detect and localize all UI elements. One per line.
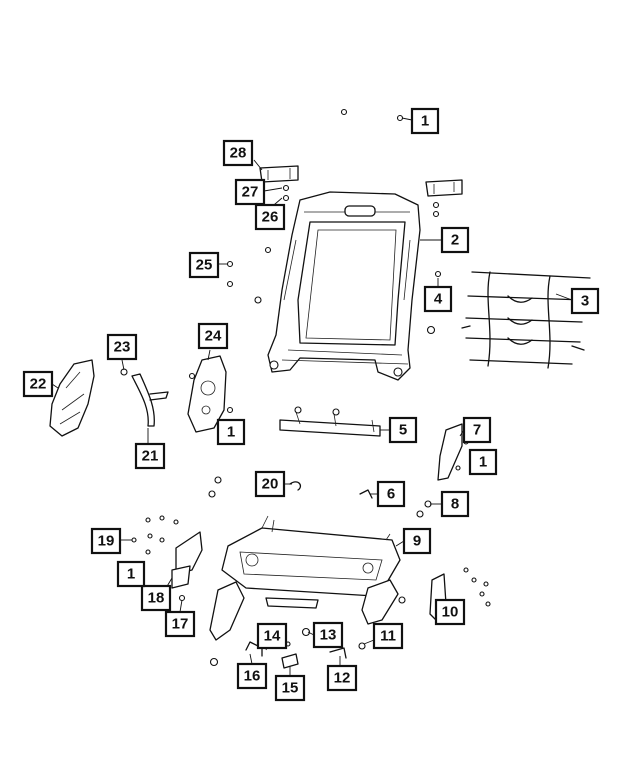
callout-label: 12 xyxy=(334,670,351,687)
callout-label: 21 xyxy=(142,448,159,465)
callout-label: 8 xyxy=(451,496,459,513)
callout-12: 12 xyxy=(326,664,358,692)
callout-13: 13 xyxy=(312,621,344,649)
headrest-guide-left xyxy=(259,165,299,183)
callout-14: 14 xyxy=(256,622,288,650)
callout-label: 3 xyxy=(581,293,589,310)
callout-24: 24 xyxy=(197,322,229,350)
headrest-guide-right xyxy=(425,179,463,197)
callout-label: 10 xyxy=(442,604,459,621)
callout-26: 26 xyxy=(254,203,286,231)
callout-label: 7 xyxy=(473,422,481,439)
callout-label: 26 xyxy=(262,209,279,226)
callout-label: 20 xyxy=(262,476,279,493)
callout-1-mid-left: 1 xyxy=(216,418,246,446)
callout-label: 28 xyxy=(230,145,247,162)
callout-label: 25 xyxy=(196,257,213,274)
callout-28: 28 xyxy=(222,139,254,167)
callout-20: 20 xyxy=(254,470,286,498)
callout-5: 5 xyxy=(388,416,418,444)
callout-21: 21 xyxy=(134,442,166,470)
callout-23: 23 xyxy=(106,333,138,361)
callout-19: 19 xyxy=(90,527,122,555)
callout-label: 1 xyxy=(421,113,429,130)
callout-label: 4 xyxy=(434,291,443,308)
callout-8: 8 xyxy=(440,490,470,518)
seat-belt-strap xyxy=(120,368,169,427)
callout-7: 7 xyxy=(462,416,492,444)
callout-1-right: 1 xyxy=(468,448,498,476)
callout-label: 11 xyxy=(380,628,396,645)
callout-label: 24 xyxy=(205,328,222,345)
callout-4: 4 xyxy=(423,285,453,313)
callout-label: 9 xyxy=(413,533,421,550)
callout-label: 18 xyxy=(148,590,165,607)
callout-label: 27 xyxy=(242,184,259,201)
callout-10: 10 xyxy=(434,598,466,626)
seat-cross-rail xyxy=(279,406,381,437)
lower-small-brackets xyxy=(245,627,366,669)
callout-label: 14 xyxy=(264,628,281,645)
callout-1-lower-left: 1 xyxy=(116,560,146,588)
seat-back-frame xyxy=(267,191,421,381)
lumbar-wire-mat xyxy=(461,271,591,369)
callout-label: 13 xyxy=(320,627,337,644)
callout-22: 22 xyxy=(22,370,54,398)
callout-17: 17 xyxy=(164,610,196,638)
callout-15: 15 xyxy=(274,674,306,702)
wire-clips xyxy=(208,476,373,499)
callout-label: 1 xyxy=(227,424,235,441)
callout-6: 6 xyxy=(376,480,406,508)
callout-label: 19 xyxy=(98,533,115,550)
callout-label: 1 xyxy=(127,566,135,583)
callout-label: 15 xyxy=(282,680,299,697)
callout-9: 9 xyxy=(402,527,432,555)
seat-back-trim-panel xyxy=(49,359,95,437)
callout-label: 16 xyxy=(244,668,261,685)
callout-18: 18 xyxy=(140,584,172,612)
callout-label: 5 xyxy=(399,422,407,439)
seat-cushion-frame xyxy=(221,515,401,597)
callout-11: 11 xyxy=(372,622,404,650)
callout-label: 17 xyxy=(172,616,189,633)
callout-2: 2 xyxy=(440,226,470,254)
callout-3: 3 xyxy=(570,287,600,315)
callout-25: 25 xyxy=(188,251,220,279)
callout-label: 1 xyxy=(479,454,487,471)
seat-tracks xyxy=(209,579,406,667)
callout-label: 22 xyxy=(30,376,47,393)
callout-27: 27 xyxy=(234,178,266,206)
callout-label: 23 xyxy=(114,339,131,356)
recliner-side-bracket xyxy=(187,355,234,433)
callout-16: 16 xyxy=(236,662,268,690)
side-trim-cover xyxy=(416,423,469,518)
callout-label: 2 xyxy=(451,232,459,249)
callout-1: 1 xyxy=(410,107,440,135)
seat-side-shield xyxy=(131,515,203,602)
callout-label: 6 xyxy=(387,486,395,503)
